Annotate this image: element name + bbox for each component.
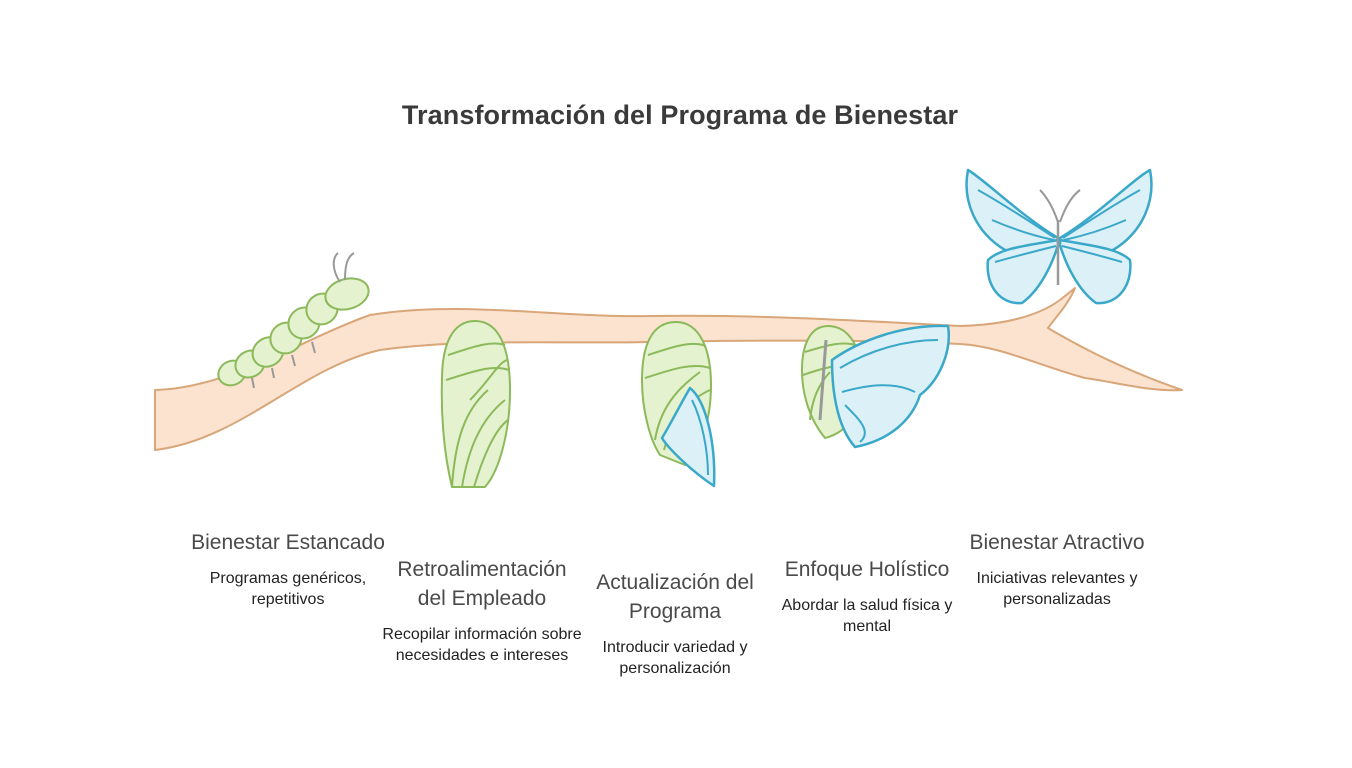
stage-4: Enfoque Holístico Abordar la salud físic… (767, 555, 967, 637)
stage-2-description: Recopilar información sobre necesidades … (382, 626, 582, 664)
cracking-chrysalis-icon (641, 321, 716, 488)
caterpillar-antennae (332, 252, 355, 283)
chrysalis-icon (440, 320, 511, 488)
stage-5-title: Bienestar Atractivo (969, 531, 1145, 554)
stage-3: Actualización del Programa Introducir va… (575, 568, 775, 679)
stage-3-title: Actualización del Programa (596, 571, 754, 623)
stage-5-description: Iniciativas relevantes y personalizadas (976, 570, 1138, 608)
stage-5: Bienestar Atractivo Iniciativas relevant… (957, 528, 1157, 610)
stage-1-description: Programas genéricos, repetitivos (209, 570, 367, 608)
stage-2-title: Retroalimentación del Empleado (397, 558, 567, 610)
stage-1-title: Bienestar Estancado (191, 531, 385, 554)
butterfly-icon (965, 168, 1153, 305)
caterpillar-icon (217, 277, 370, 389)
stage-1: Bienestar Estancado Programas genéricos,… (188, 528, 388, 610)
stage-2: Retroalimentación del Empleado Recopilar… (382, 555, 582, 666)
stage-4-description: Abordar la salud física y mental (781, 597, 953, 635)
emerging-butterfly-icon (801, 324, 950, 449)
stage-4-title: Enfoque Holístico (784, 558, 950, 581)
butterfly-body (1039, 189, 1081, 285)
stage-3-description: Introducir variedad y personalización (602, 639, 748, 677)
page-title: Transformación del Programa de Bienestar (401, 100, 959, 130)
